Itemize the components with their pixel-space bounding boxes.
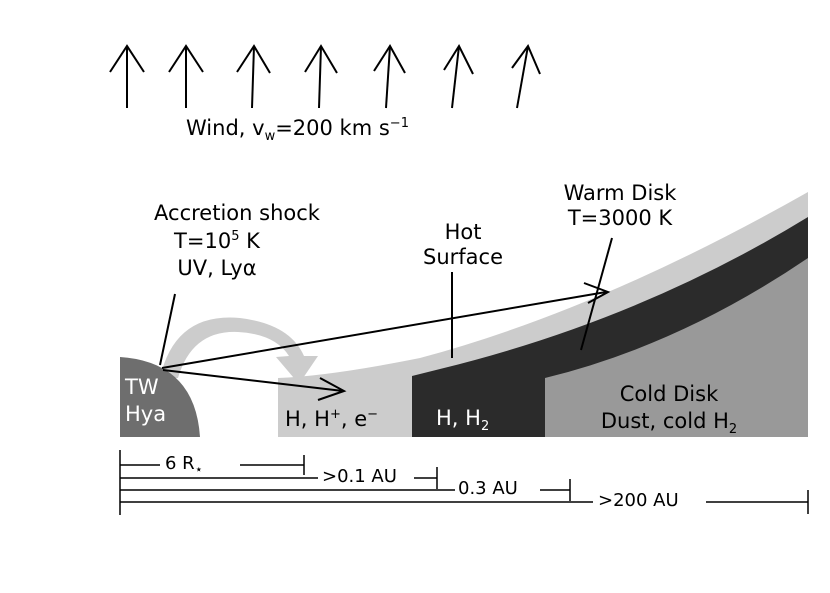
scale-bars	[119, 450, 809, 515]
cold-disk-line2: Dust, cold H2	[566, 409, 772, 438]
scale-01au-label: >0.1 AU	[322, 466, 397, 487]
curved-flow-arrow	[160, 317, 318, 384]
ionized-sup: +	[329, 407, 341, 422]
scale-6r-text: 6 R	[165, 453, 195, 474]
warm-disk-label: Warm Disk T=3000 K	[540, 183, 700, 229]
hot-surface-label: Hot Surface	[407, 222, 519, 268]
accretion-pointer	[159, 293, 176, 366]
wind-arrow	[304, 44, 338, 109]
star-label: TW Hya	[125, 377, 166, 425]
ionized-a: H, H	[285, 407, 330, 431]
accretion-temp-text: T=10	[174, 229, 232, 253]
star-line1: TW	[125, 375, 159, 399]
wind-arrow	[109, 44, 145, 108]
wind-label: Wind, vw=200 km s−1	[186, 117, 409, 143]
hot-surface-line1: Hot	[444, 220, 482, 244]
ionized-b: , e	[340, 407, 368, 431]
wind-arrow	[443, 43, 474, 109]
scale-03au-label: 0.3 AU	[458, 478, 518, 499]
accretion-temp-unit: K	[239, 229, 260, 253]
wind-arrow	[168, 44, 204, 108]
wind-text: Wind, v	[186, 116, 265, 140]
wind-sub: w	[264, 129, 276, 145]
wind-arrow	[511, 43, 541, 109]
ionized-region-label: H, H+, e−	[285, 408, 378, 430]
accretion-uv: UV, Lyα	[177, 256, 257, 280]
wind-text-2: =200 km s	[275, 116, 390, 140]
wind-sup: −1	[389, 116, 409, 131]
cold-disk-line2-sub: 2	[728, 422, 738, 438]
scale-200au-label: >200 AU	[598, 490, 679, 511]
wind-arrows	[109, 43, 541, 109]
accretion-temp: T=105 K	[90, 230, 344, 252]
wind-arrow	[373, 44, 406, 109]
hot-region-sub: 2	[480, 419, 490, 435]
hot-region-label: H, H2	[436, 406, 490, 435]
ionized-sup2: −	[367, 407, 379, 422]
accretion-temp-sup: 5	[231, 229, 240, 244]
warm-disk-line2: T=3000 K	[567, 206, 673, 230]
warm-disk-pointer	[580, 237, 613, 351]
warm-disk-line1: Warm Disk	[563, 181, 677, 205]
hot-region-a: H, H	[436, 406, 481, 430]
cold-disk-layer	[545, 258, 808, 437]
star-tw-hya	[120, 357, 200, 437]
wind-arrow	[236, 44, 271, 109]
cold-disk-line2-a: Dust, cold H	[600, 409, 729, 433]
accretion-shock-label: Accretion shock T=105 K UV, Lyα	[130, 203, 344, 279]
star-line2: Hya	[125, 402, 167, 426]
hot-surface-line2: Surface	[422, 245, 503, 269]
cold-disk-line1: Cold Disk	[619, 382, 719, 406]
radiation-arrows	[161, 282, 611, 401]
cold-disk-label: Cold Disk Dust, cold H2	[566, 382, 772, 438]
accretion-title: Accretion shock	[154, 201, 320, 225]
scale-6r-sub: ⋆	[194, 462, 203, 478]
scale-6r-label: 6 R⋆	[165, 455, 203, 477]
